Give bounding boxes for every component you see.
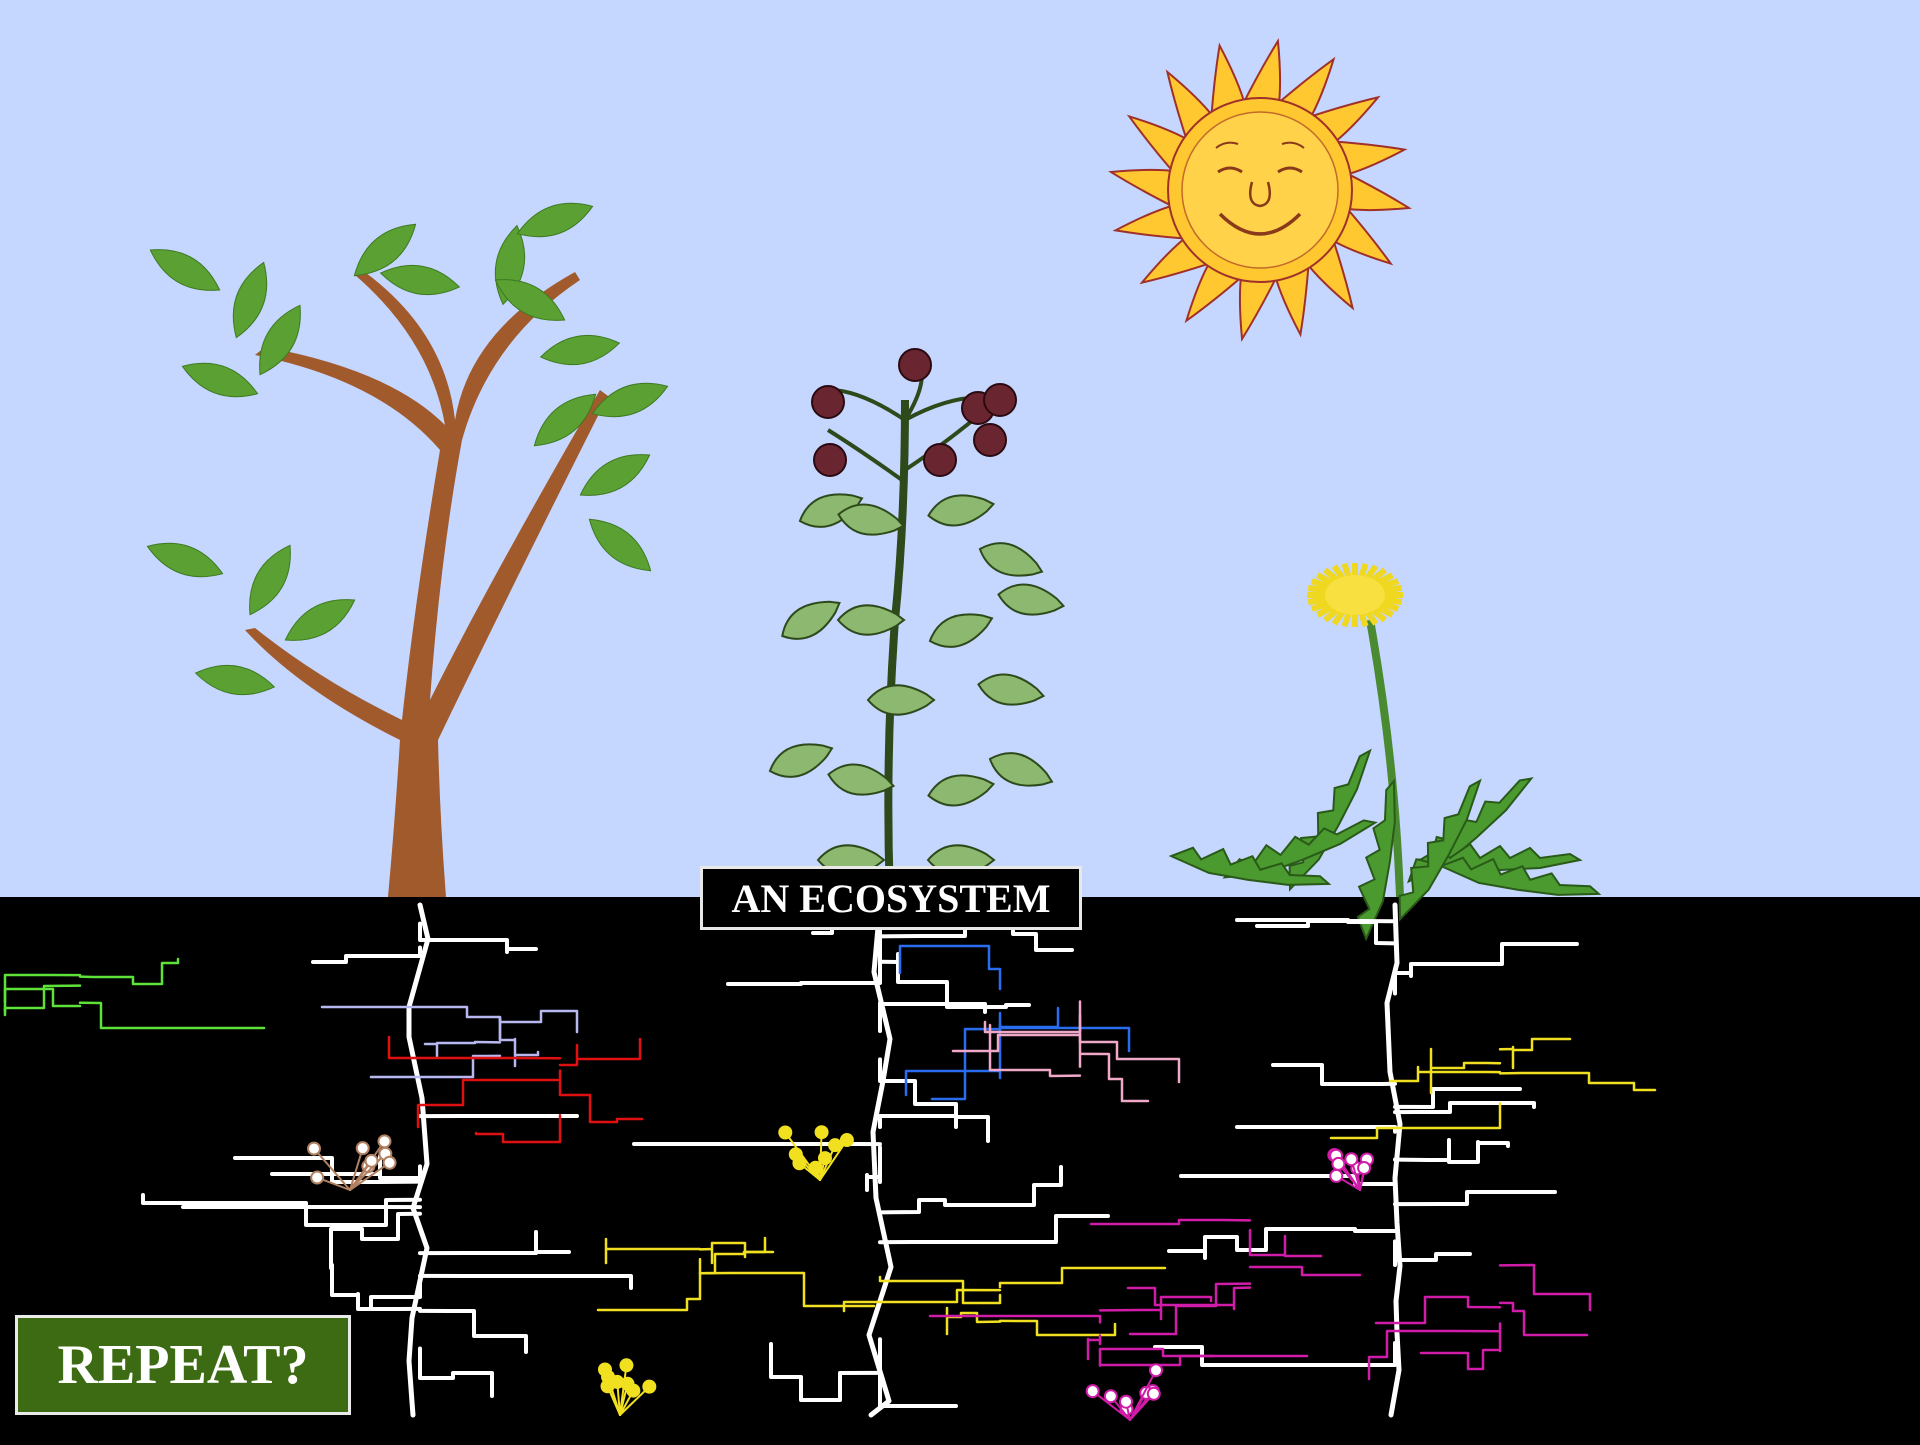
- spore-node: [816, 1126, 828, 1138]
- ecosystem-title-label: AN ECOSYSTEM: [700, 866, 1082, 930]
- spore-node: [829, 1139, 841, 1151]
- potato-flower: [899, 349, 931, 381]
- spore-node: [611, 1376, 623, 1388]
- spore-node: [1148, 1388, 1160, 1400]
- spore-node: [1087, 1385, 1099, 1397]
- potato-flower: [924, 444, 956, 476]
- spore-node: [793, 1157, 805, 1169]
- spore-node: [643, 1381, 655, 1393]
- potato-flower: [984, 384, 1016, 416]
- spore-node: [810, 1162, 822, 1174]
- spore-node: [357, 1142, 369, 1154]
- spore-node: [1330, 1170, 1342, 1182]
- spore-node: [378, 1135, 390, 1147]
- repeat-button[interactable]: REPEAT?: [15, 1315, 351, 1415]
- spore-node: [1345, 1153, 1357, 1165]
- spore-node: [366, 1155, 378, 1167]
- spore-node: [1332, 1158, 1344, 1170]
- spore-node: [620, 1359, 632, 1371]
- spore-node: [384, 1157, 396, 1169]
- spore-node: [841, 1134, 853, 1146]
- sky: [0, 0, 1920, 897]
- spore-node: [308, 1143, 320, 1155]
- potato-flower: [974, 424, 1006, 456]
- spore-node: [1120, 1396, 1132, 1408]
- dandelion-center: [1325, 575, 1385, 615]
- spore-node: [1105, 1390, 1117, 1402]
- spore-node: [1358, 1162, 1370, 1174]
- spore-node: [1150, 1364, 1162, 1376]
- spore-node: [627, 1385, 639, 1397]
- potato-flower: [812, 386, 844, 418]
- potato-flower: [814, 444, 846, 476]
- spore-node: [311, 1172, 323, 1184]
- spore-node: [779, 1126, 791, 1138]
